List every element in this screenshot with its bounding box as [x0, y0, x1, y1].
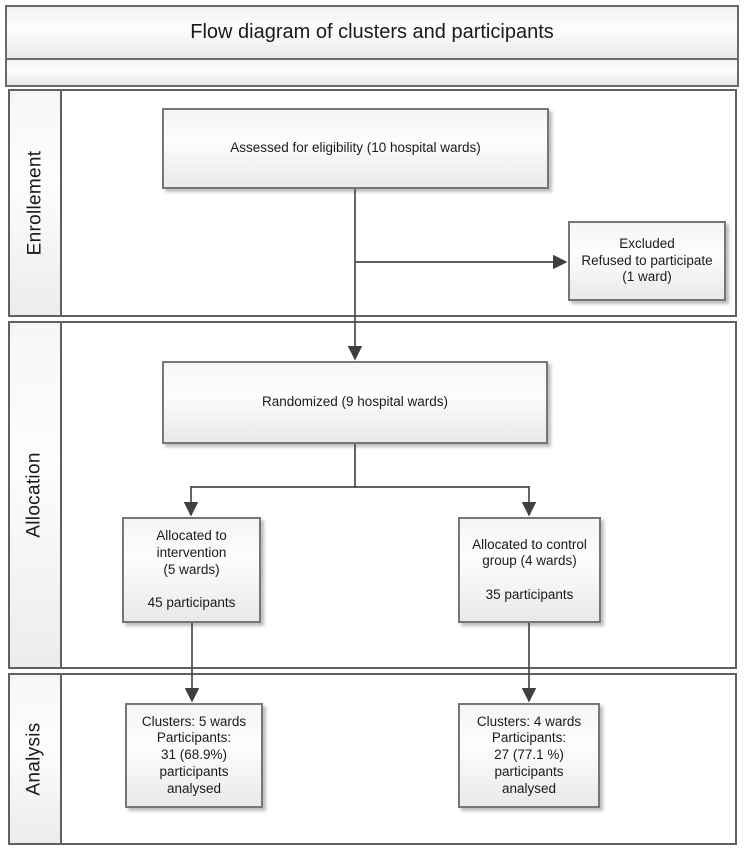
box-excluded-text: Excluded Refused to participate (1 ward)	[581, 235, 713, 285]
allocation-label-cell: Allocation	[10, 323, 62, 667]
box-allocated-intervention: Allocated to intervention (5 wards) 45 p…	[122, 517, 261, 623]
box-analysed-intervention: Clusters: 5 wards Participants: 31 (68.9…	[125, 703, 263, 808]
box-analysed-control: Clusters: 4 wards Participants: 27 (77.1…	[458, 703, 600, 808]
section-analysis: Analysis	[8, 673, 737, 845]
figure-title: Flow diagram of clusters and participant…	[190, 21, 554, 43]
subtitle-band	[5, 58, 739, 87]
box-analysed-intervention-text: Clusters: 5 wards Participants: 31 (68.9…	[141, 713, 247, 796]
box-assessed-eligibility: Assessed for eligibility (10 hospital wa…	[162, 108, 549, 189]
analysis-label: Analysis	[24, 722, 45, 796]
allocation-label: Allocation	[24, 452, 46, 538]
box-assessed-text: Assessed for eligibility (10 hospital wa…	[230, 140, 481, 156]
box-allocated-control-text: Allocated to control group (4 wards) 35 …	[472, 536, 587, 602]
box-excluded: Excluded Refused to participate (1 ward)	[568, 221, 726, 301]
enrollment-label: Enrollement	[24, 150, 45, 256]
enrollment-label-cell: Enrollement	[10, 91, 62, 315]
box-randomized-text: Randomized (9 hospital wards)	[261, 394, 449, 410]
box-randomized: Randomized (9 hospital wards)	[162, 361, 548, 444]
box-allocated-intervention-text: Allocated to intervention (5 wards) 45 p…	[147, 528, 236, 611]
box-analysed-control-text: Clusters: 4 wards Participants: 27 (77.1…	[476, 713, 582, 796]
box-allocated-control: Allocated to control group (4 wards) 35 …	[458, 517, 601, 623]
title-band: Flow diagram of clusters and participant…	[5, 5, 739, 60]
analysis-label-cell: Analysis	[10, 675, 62, 843]
